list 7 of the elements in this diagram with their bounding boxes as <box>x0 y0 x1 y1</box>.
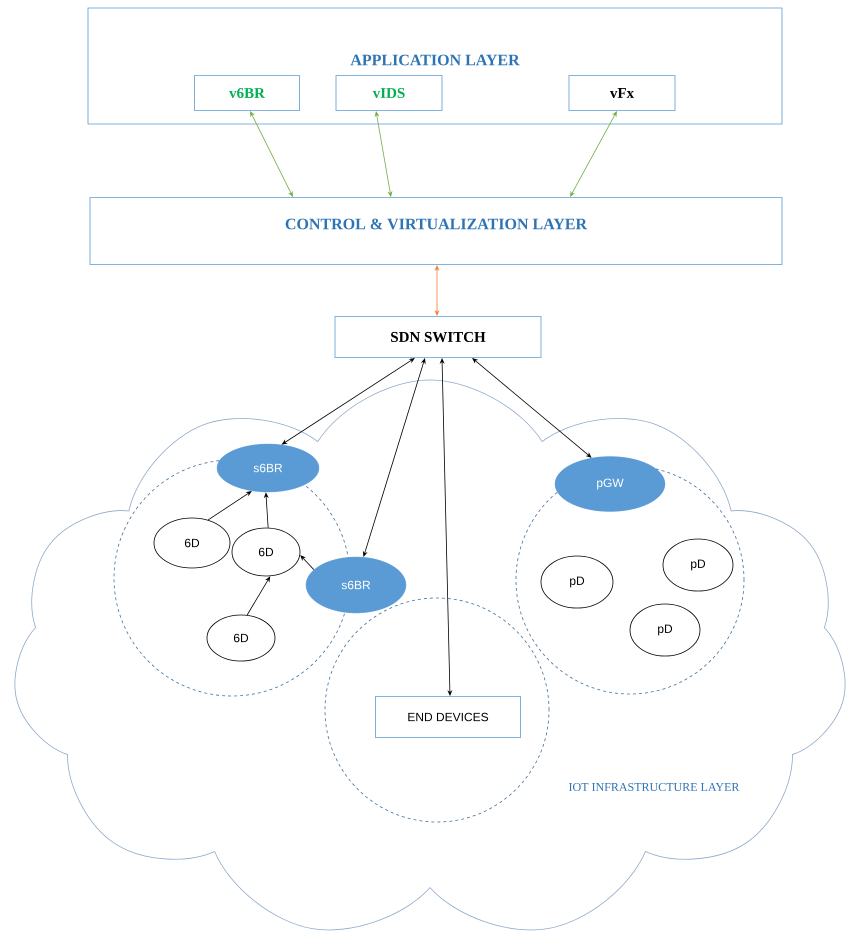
layer-box: CONTROL & VIRTUALIZATION LAYER <box>90 197 782 265</box>
function-box: v6BR <box>194 75 300 111</box>
switch-box: SDN SWITCH <box>334 316 542 358</box>
function-box: vFx <box>568 75 676 111</box>
device-box: END DEVICES <box>375 696 521 738</box>
arrow <box>300 555 314 570</box>
function-box: vIDS <box>336 75 442 111</box>
